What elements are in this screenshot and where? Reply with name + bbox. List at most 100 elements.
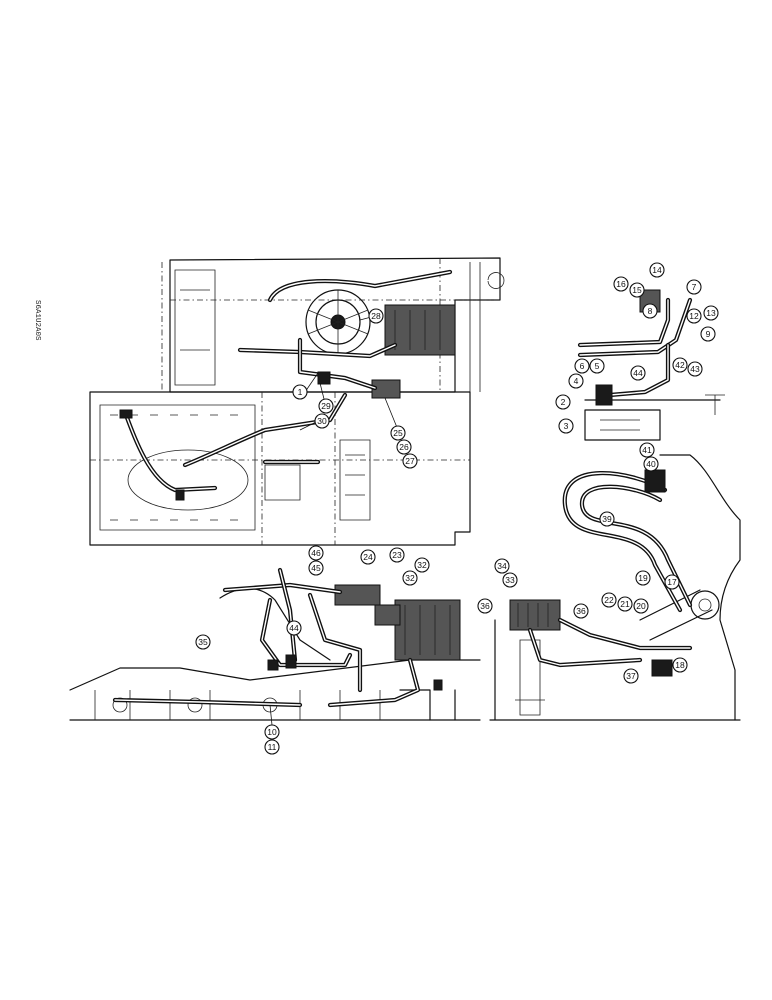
svg-text:14: 14	[652, 265, 662, 275]
svg-text:36: 36	[480, 601, 490, 611]
callout-41: 41	[639, 442, 655, 458]
callout-37: 36	[573, 603, 589, 619]
callout-34: 33	[502, 572, 518, 588]
view-top-left-frame	[89, 257, 505, 546]
svg-text:36: 36	[576, 606, 586, 616]
svg-text:7: 7	[692, 282, 697, 292]
callout-36-right: 36	[477, 598, 493, 614]
callout-7: 7	[686, 279, 702, 295]
callout-40: 40	[643, 456, 659, 472]
svg-text:6: 6	[580, 361, 585, 371]
svg-text:1: 1	[298, 387, 303, 397]
svg-text:19: 19	[638, 573, 648, 583]
callout-45: 45	[308, 560, 324, 576]
svg-text:3: 3	[564, 421, 569, 431]
callout-39: 39	[599, 511, 615, 527]
callout-27: 27	[402, 453, 418, 469]
callout-5: 5	[589, 358, 605, 374]
svg-text:11: 11	[268, 742, 277, 752]
svg-text:46: 46	[311, 548, 321, 558]
callout-26: 26	[396, 439, 412, 455]
svg-text:10: 10	[267, 727, 277, 737]
callout-8: 8	[642, 303, 658, 319]
svg-text:27: 27	[405, 456, 415, 466]
svg-text:20: 20	[636, 601, 646, 611]
callout-33: 30	[314, 413, 330, 429]
svg-text:9: 9	[706, 329, 711, 339]
callout-36-left: 35	[195, 634, 211, 650]
callout-10: 10	[264, 724, 280, 740]
callout-25: 25	[390, 425, 406, 441]
callout-35: 34	[494, 558, 510, 574]
svg-text:32: 32	[417, 560, 427, 570]
view-bottom-left-side-elevation	[69, 567, 481, 721]
callout-29: 32	[414, 557, 430, 573]
callout-23: 23	[389, 547, 405, 563]
drawing-reference-number: S6A1U2A0S	[33, 300, 41, 341]
svg-text:34: 34	[497, 561, 507, 571]
svg-text:33: 33	[505, 575, 515, 585]
callout-3: 3	[558, 418, 574, 434]
callout-32: 29	[318, 398, 334, 414]
svg-text:23: 23	[392, 550, 402, 560]
callout-43: 43	[687, 361, 703, 377]
callout-4: 4	[568, 373, 584, 389]
callout-18: 18	[672, 657, 688, 673]
view-bottom-right-boom	[489, 454, 741, 721]
svg-text:42: 42	[675, 360, 685, 370]
callout-9: 9	[700, 326, 716, 342]
callout-20: 20	[633, 598, 649, 614]
svg-text:40: 40	[646, 459, 656, 469]
view-top-right-valve-detail	[577, 289, 725, 441]
svg-text:39: 39	[602, 514, 612, 524]
callout-6: 6	[574, 358, 590, 374]
callout-46: 46	[308, 545, 324, 561]
callout-15: 15	[629, 282, 645, 298]
svg-text:32: 32	[405, 573, 415, 583]
callout-44-top: 44	[630, 365, 646, 381]
callout-16: 16	[613, 276, 629, 292]
svg-text:24: 24	[363, 552, 373, 562]
svg-text:13: 13	[706, 308, 716, 318]
svg-text:2: 2	[561, 397, 566, 407]
svg-text:41: 41	[642, 445, 652, 455]
callout-14: 14	[649, 262, 665, 278]
callout-28: 32	[402, 570, 418, 586]
callout-22: 22	[601, 592, 617, 608]
callout-21: 21	[617, 596, 633, 612]
svg-text:8: 8	[648, 306, 653, 316]
callout-labels: 1 28 29 30 25 26 27 14 16 15 7 8 12 13 9…	[195, 262, 719, 755]
callout-19: 19	[635, 570, 651, 586]
svg-text:25: 25	[393, 428, 403, 438]
callout-30: 28	[368, 308, 384, 324]
svg-text:44: 44	[633, 368, 643, 378]
callout-11: 11	[264, 739, 280, 755]
callout-44-bottom: 44	[286, 620, 302, 636]
svg-text:43: 43	[690, 364, 700, 374]
svg-text:5: 5	[595, 361, 600, 371]
svg-text:26: 26	[399, 442, 409, 452]
svg-text:4: 4	[574, 376, 579, 386]
svg-text:29: 29	[321, 401, 331, 411]
svg-text:35: 35	[198, 637, 208, 647]
callout-2: 2	[555, 394, 571, 410]
svg-text:45: 45	[311, 563, 321, 573]
svg-text:28: 28	[371, 311, 381, 321]
svg-text:30: 30	[317, 416, 327, 426]
svg-text:12: 12	[689, 311, 699, 321]
callout-42: 42	[672, 357, 688, 373]
svg-text:17: 17	[667, 577, 677, 587]
callout-12: 12	[686, 308, 702, 324]
svg-text:18: 18	[675, 660, 685, 670]
svg-text:44: 44	[289, 623, 299, 633]
callout-13: 13	[703, 305, 719, 321]
callout-38: 37	[623, 668, 639, 684]
callout-24: 24	[360, 549, 376, 565]
callout-1: 1	[292, 384, 308, 400]
svg-text:21: 21	[620, 599, 630, 609]
callout-17: 17	[664, 574, 680, 590]
svg-text:22: 22	[604, 595, 614, 605]
svg-text:16: 16	[616, 279, 626, 289]
svg-text:37: 37	[626, 671, 636, 681]
